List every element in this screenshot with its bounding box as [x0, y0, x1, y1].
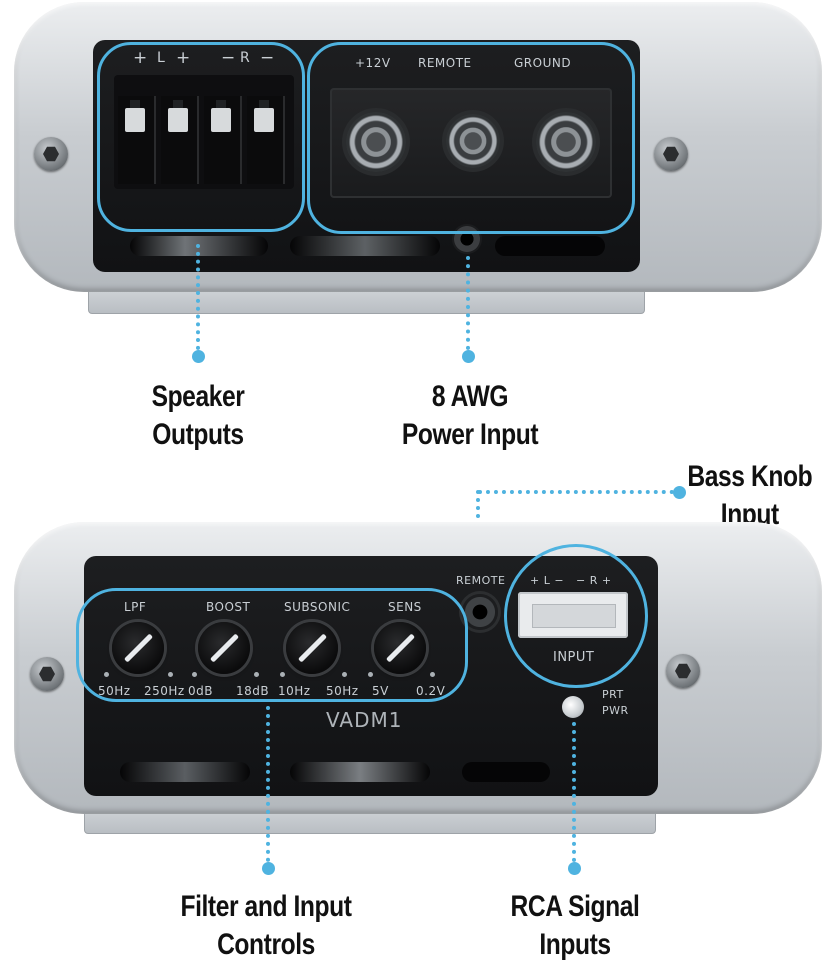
power-input-line-1: 8 AWG [431, 380, 509, 413]
speaker-outputs-leader-line [196, 244, 200, 350]
power-input-line-2: Power Input [401, 418, 539, 451]
speaker-outputs-callout: Speaker Outputs [124, 378, 272, 454]
power-ground-socket [536, 112, 596, 172]
bottom-vent-1 [120, 762, 250, 782]
power-12v-socket [346, 112, 406, 172]
bottom-vent-2 [290, 762, 430, 782]
model-label: VADM1 [326, 708, 403, 732]
bottom-amplifier-face: LPF BOOST SUBSONIC SENS 50Hz 250Hz 0dB 1… [0, 500, 835, 840]
filter-controls-callout: Filter and Input Controls [159, 888, 372, 964]
lpf-knob[interactable] [112, 622, 164, 674]
subsonic-knob[interactable] [286, 622, 338, 674]
speaker-pos-left2-label: + [176, 48, 191, 68]
status-led [562, 696, 584, 718]
bottom-right-screw-icon [666, 654, 700, 688]
filter-controls-leader-line [266, 706, 270, 862]
subsonic-min-dot [280, 672, 285, 677]
filter-controls-line-2: Controls [217, 928, 315, 961]
boost-min-dot [192, 672, 197, 677]
top-vent-3 [495, 236, 605, 256]
boost-knob[interactable] [198, 622, 250, 674]
top-audio-jack [452, 224, 482, 254]
power-input-leader-line [466, 256, 470, 350]
subsonic-min-label: 10Hz [278, 684, 311, 698]
power-ground-label: GROUND [514, 56, 572, 70]
rca-inputs-line-1: RCA Signal [510, 890, 640, 923]
power-input-highlight [307, 42, 635, 234]
subsonic-max-label: 50Hz [326, 684, 359, 698]
rca-inputs-callout: RCA Signal Inputs [481, 888, 670, 964]
speaker-pos-left-label: + [133, 48, 148, 68]
speaker-outputs-line-1: Speaker [151, 380, 245, 413]
subsonic-max-dot [342, 672, 347, 677]
bass-knob-leader-horizontal [478, 490, 674, 494]
remote-jack-label: REMOTE [456, 574, 506, 587]
speaker-outputs-leader-dot [192, 350, 205, 363]
bottom-vent-3 [462, 762, 550, 782]
speaker-terminal-2 [161, 96, 199, 184]
power-12v-label: +12V [355, 56, 391, 70]
top-left-screw-icon [34, 137, 68, 171]
boost-min-label: 0dB [188, 684, 213, 698]
top-amplifier-face: + L + − R − +12V REMOTE GROUND [0, 0, 835, 320]
speaker-right-label: R [240, 50, 251, 66]
filter-controls-leader-dot [262, 862, 275, 875]
lpf-max-label: 250Hz [144, 684, 185, 698]
rca-inputs-leader-dot [568, 862, 581, 875]
speaker-neg-right2-label: − [260, 48, 275, 68]
led-prt-label: PRT [602, 688, 624, 701]
speaker-terminal-4 [247, 96, 285, 184]
sens-min-label: 5V [372, 684, 389, 698]
sens-knob[interactable] [374, 622, 426, 674]
rca-input-highlight [504, 544, 648, 688]
lpf-max-dot [168, 672, 173, 677]
rca-inputs-line-2: Inputs [539, 928, 611, 961]
power-remote-socket [446, 114, 500, 168]
speaker-outputs-line-2: Outputs [152, 418, 244, 451]
knob-boost-label: BOOST [206, 600, 251, 614]
power-input-callout: 8 AWG Power Input [380, 378, 560, 454]
filter-controls-highlight [76, 588, 468, 702]
speaker-terminal-3 [204, 96, 242, 184]
remote-jack[interactable] [462, 594, 498, 630]
rca-inputs-leader-line [572, 722, 576, 862]
top-vent-2 [290, 236, 440, 256]
knob-subsonic-label: SUBSONIC [284, 600, 351, 614]
power-remote-label: REMOTE [418, 56, 472, 70]
speaker-terminal-1 [118, 96, 156, 184]
knob-sens-label: SENS [388, 600, 422, 614]
bass-knob-callout: Bass Knob Input [676, 458, 824, 534]
bass-knob-leader-dot [673, 486, 686, 499]
speaker-outputs-highlight [97, 42, 305, 232]
boost-max-dot [254, 672, 259, 677]
top-right-screw-icon [654, 137, 688, 171]
filter-controls-line-1: Filter and Input [180, 890, 352, 923]
led-pwr-label: PWR [602, 704, 629, 717]
bottom-left-screw-icon [30, 657, 64, 691]
speaker-left-label: L [157, 50, 166, 66]
bass-knob-line-1: Bass Knob [687, 460, 813, 493]
speaker-neg-right-label: − [221, 48, 236, 68]
sens-min-dot [368, 672, 373, 677]
boost-max-label: 18dB [236, 684, 270, 698]
power-input-leader-dot [462, 350, 475, 363]
knob-lpf-label: LPF [124, 600, 147, 614]
